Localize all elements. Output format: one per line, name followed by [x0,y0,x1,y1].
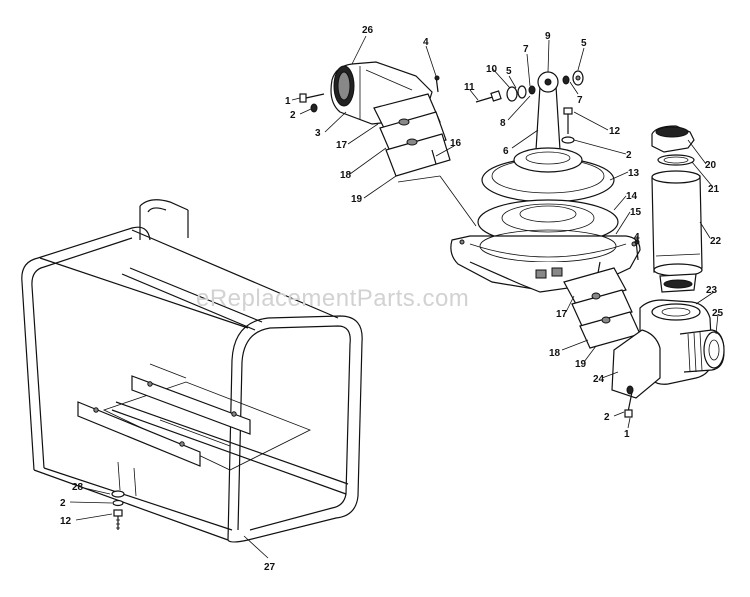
watermark-text: eReplacementParts.com [196,285,469,312]
callout-3: 3 [315,128,321,139]
frame-slat [77,375,251,467]
callout-19: 19 [351,194,363,205]
callout-6: 6 [503,146,509,157]
callout-23: 23 [706,285,718,296]
callout-2: 2 [626,150,632,161]
callout-18: 18 [549,348,561,359]
callout-5: 5 [506,66,512,77]
callout-2: 2 [604,412,610,423]
callout-22: 22 [710,236,722,247]
surge-tank-assembly [651,125,703,293]
callout-12: 12 [60,516,72,527]
discharge-assembly [563,239,725,418]
frame-hardware-stack [111,490,125,530]
intake-elbow-assembly [299,61,451,177]
callout-19: 19 [575,359,587,370]
callout-2: 2 [290,110,296,121]
callout-18: 18 [340,170,352,181]
callout-26: 26 [362,25,374,36]
callout-1: 1 [624,429,630,440]
callout-14: 14 [626,191,638,202]
pump-housing [450,71,641,293]
callout-17: 17 [556,309,568,320]
callout-10: 10 [486,64,498,75]
callout-20: 20 [705,160,717,171]
wrist-pin-hardware [475,70,584,144]
callout-12: 12 [609,126,621,137]
callout-25: 25 [712,308,724,319]
callout-7: 7 [577,95,583,106]
callout-4: 4 [634,232,640,243]
callout-24: 24 [593,374,605,385]
leader-lines [69,35,719,559]
callout-8: 8 [500,118,506,129]
callout-4: 4 [423,37,429,48]
callout-21: 21 [708,184,720,195]
callout-labels: 26 4 1 2 3 17 16 18 19 9 7 5 5 10 11 7 8… [60,25,724,573]
pump-frame [21,199,363,543]
callout-13: 13 [628,168,640,179]
callout-15: 15 [630,207,642,218]
callout-5: 5 [581,38,587,49]
callout-1: 1 [285,96,291,107]
callout-17: 17 [336,140,348,151]
callout-27: 27 [264,562,276,573]
callout-11: 11 [464,82,475,93]
callout-16: 16 [450,138,462,149]
callout-28: 28 [72,482,84,493]
callout-2: 2 [60,498,66,509]
callout-7: 7 [523,44,529,55]
callout-9: 9 [545,31,551,42]
